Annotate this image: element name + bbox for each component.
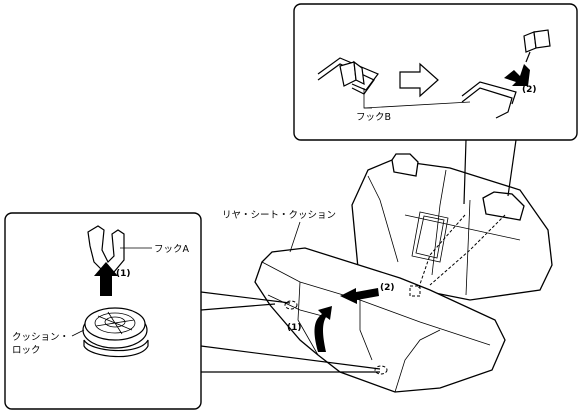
step-1-detail-label: (1)	[116, 269, 131, 279]
rear-seat-illustration	[254, 153, 553, 393]
cushion-lock-label-line1: クッション・	[12, 332, 69, 343]
step-1-main-label: (1)	[287, 323, 302, 333]
hook-a-detail-panel	[4, 212, 202, 410]
hook-b-label: フックB	[356, 112, 391, 123]
hook-a-label: フックA	[154, 244, 190, 255]
step-2-detail-label: (2)	[522, 85, 537, 95]
rear-seat-cushion-leader	[289, 221, 301, 253]
step-2-main-label: (2)	[380, 283, 395, 293]
cushion-lock-label-line2: ロック	[12, 345, 41, 356]
hook-b-detail-panel	[293, 3, 578, 141]
rear-seat-cushion-label: リヤ・シート・クッション	[222, 210, 336, 221]
callout-lines	[200, 139, 517, 373]
